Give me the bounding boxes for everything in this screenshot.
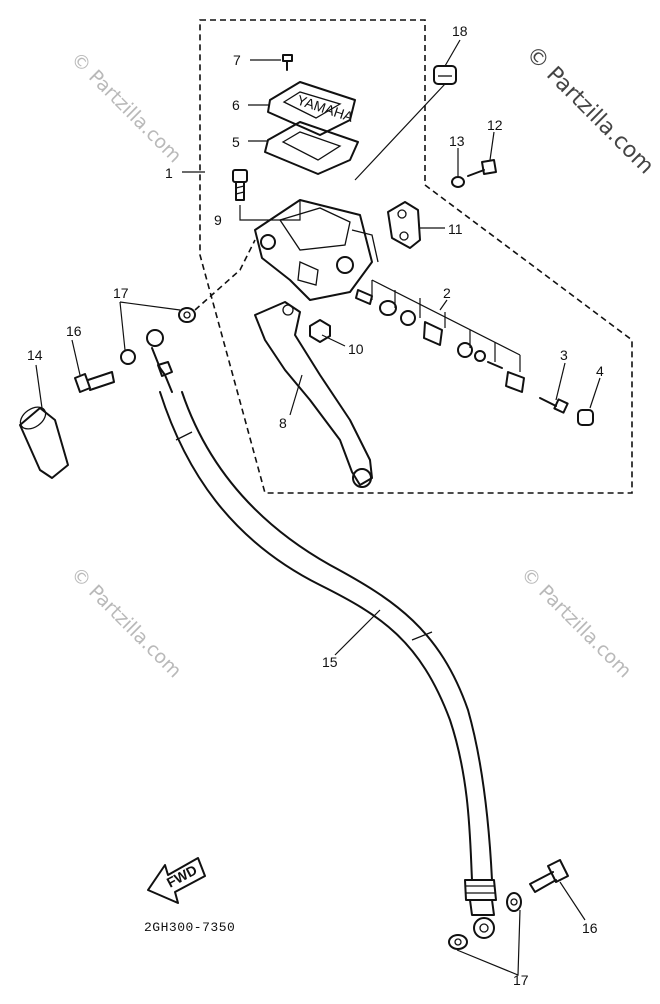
callout-17-bottom: 17 — [513, 972, 529, 988]
callout-10: 10 — [348, 341, 364, 357]
callout-12: 12 — [487, 117, 503, 133]
callout-2: 2 — [443, 285, 451, 301]
leader-lines — [35, 39, 601, 976]
part-1-master-cylinder-body — [254, 199, 379, 301]
watermark-group: © Partzilla.com © Partzilla.com © Partzi… — [66, 42, 658, 683]
part-9-bolt — [232, 169, 301, 221]
part-11-cover — [387, 201, 445, 249]
callout-16-bottom: 16 — [582, 920, 598, 936]
callout-16-top: 16 — [66, 323, 82, 339]
part-3-switch — [539, 397, 569, 414]
part-17-washer-top — [178, 239, 256, 323]
callout-3: 3 — [560, 347, 568, 363]
part-15-brake-hose — [146, 329, 497, 939]
callout-7: 7 — [233, 52, 241, 68]
callout-15: 15 — [322, 654, 338, 670]
part-10-nut — [309, 319, 331, 343]
fwd-label: FWD — [164, 862, 200, 891]
callout-14: 14 — [27, 347, 43, 363]
watermark-top-left: © Partzilla.com — [66, 48, 185, 167]
part-13-washer — [451, 176, 465, 188]
callout-9: 9 — [214, 212, 222, 228]
part-17-washers-bottom — [448, 892, 522, 950]
callout-11: 11 — [448, 221, 463, 237]
callout-8: 8 — [279, 415, 287, 431]
part-8-lever — [254, 301, 373, 488]
part-14-boot — [19, 406, 69, 479]
part-4-cap — [577, 409, 594, 426]
callout-1: 1 — [165, 165, 173, 181]
part-2-piston-kit — [355, 279, 525, 393]
watermark-mid-left: © Partzilla.com — [66, 563, 185, 682]
callout-17-top: 17 — [113, 285, 129, 301]
callout-5: 5 — [232, 134, 240, 150]
watermark-mid-right: © Partzilla.com — [516, 563, 635, 682]
callout-13: 13 — [449, 133, 465, 149]
fwd-arrow-icon: FWD — [147, 857, 206, 904]
callout-18: 18 — [452, 23, 468, 39]
assembly-boundary — [199, 19, 633, 494]
part-16-bolt-top — [74, 349, 136, 393]
part-code: 2GH300-7350 — [144, 920, 235, 935]
callout-6: 6 — [232, 97, 240, 113]
part-7-screw — [282, 54, 293, 71]
watermark-top-right: © Partzilla.com — [521, 42, 659, 180]
part-16-bolt-bottom — [529, 859, 569, 893]
part-12-screw — [467, 159, 497, 177]
callout-labels: 1 2 3 4 5 6 7 8 9 10 11 12 13 14 15 16 1… — [27, 23, 604, 988]
callout-4: 4 — [596, 363, 604, 379]
part-5-diaphragm — [264, 121, 359, 175]
part-18-plug — [354, 65, 457, 181]
